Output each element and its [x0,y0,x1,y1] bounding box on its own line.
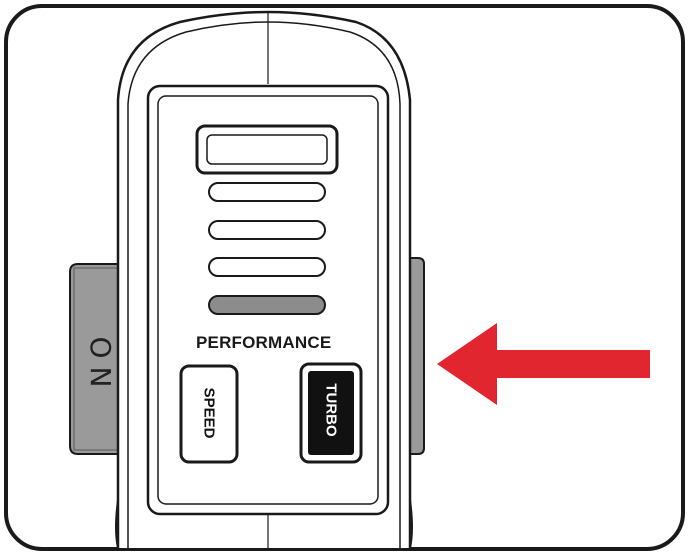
indicator-bar-top [195,124,339,175]
indicator-bar-lit [208,295,326,315]
arrow-left-icon [437,323,650,405]
performance-indicator [195,124,339,315]
speed-button[interactable] [179,364,239,464]
left-side-tab [69,263,119,455]
indicator-bar [208,257,326,277]
indicator-bar [208,220,326,240]
indicator-bar [208,182,326,202]
turbo-button[interactable] [299,362,363,464]
